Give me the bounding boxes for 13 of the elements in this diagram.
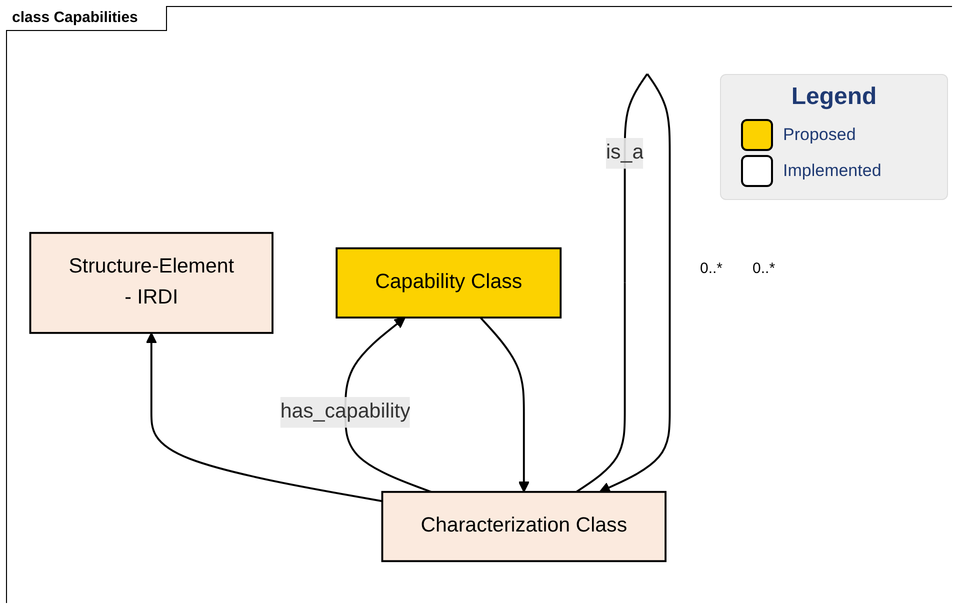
legend-title: Legend: [790, 83, 878, 111]
arrow: [480, 316, 530, 492]
node-box: Structure-Element - IRDI: [29, 232, 274, 334]
edge-label: has_capability: [280, 400, 410, 423]
node-box: Characterization Class: [381, 490, 666, 562]
multiplicity-label: 0..*: [752, 260, 776, 277]
node-box: Capability Class: [336, 247, 562, 318]
legend-label: Proposed: [783, 125, 856, 145]
multiplicity-label: 0..*: [700, 260, 723, 277]
edge-label: is_a: [606, 142, 644, 164]
legend-label: Implemented: [783, 161, 882, 181]
arrow: [146, 332, 382, 502]
frame-title: class Capabilities: [6, 6, 167, 31]
